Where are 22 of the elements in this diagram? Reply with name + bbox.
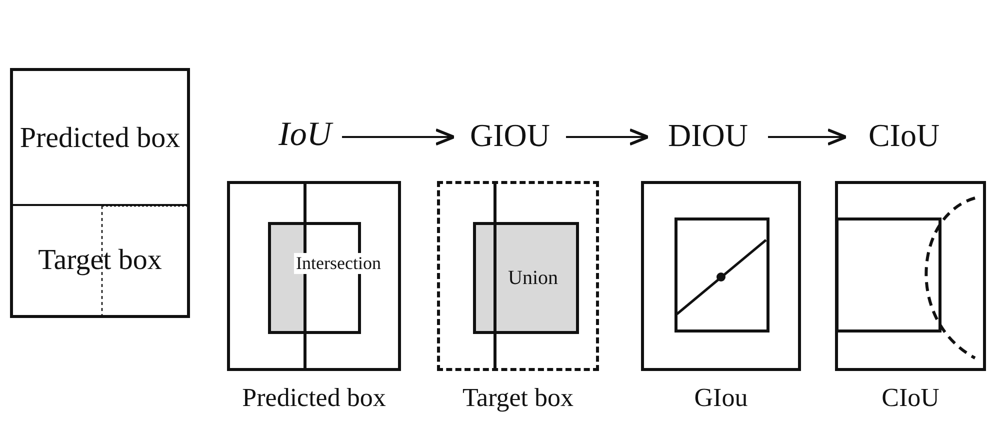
panel-box (835, 181, 986, 371)
cell-label (10, 204, 190, 318)
panel-label: Target box (462, 383, 574, 413)
arrow (342, 128, 456, 146)
label-text: Target box (38, 244, 162, 276)
panel-box (437, 181, 599, 371)
arrow (566, 128, 650, 146)
panel-label: Predicted box (242, 383, 386, 413)
label-text: GIOU (470, 116, 550, 154)
union-region (473, 222, 579, 334)
panel-label: GIou (694, 383, 748, 413)
arrow (768, 128, 848, 146)
label-text: DIOU (668, 116, 748, 154)
panel-box (227, 181, 401, 371)
label-text: Union (508, 266, 558, 290)
label-text: IoU (278, 116, 332, 154)
panel-box (641, 181, 801, 371)
cell-label (10, 68, 190, 206)
panel-label: CIoU (882, 383, 940, 413)
label-text: Predicted box (20, 120, 180, 154)
label-text: CIoU (868, 116, 940, 154)
label-text: Intersection (294, 253, 383, 274)
